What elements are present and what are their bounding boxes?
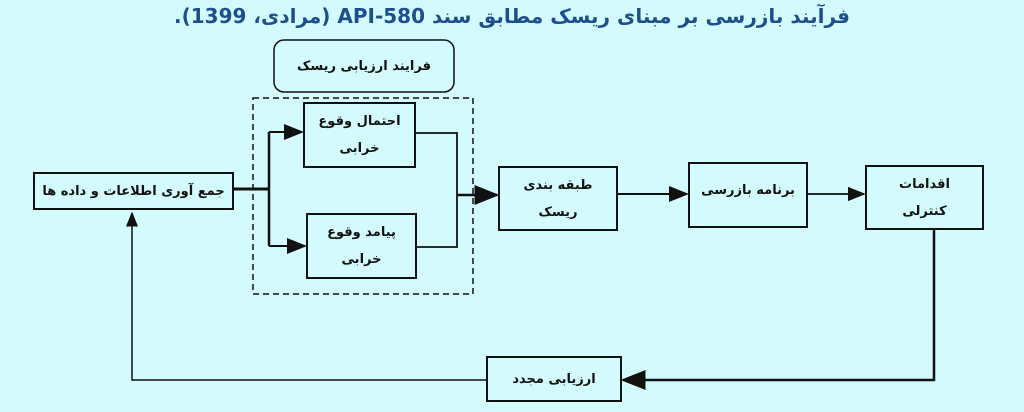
consequence-label: پیامد وقوع خرابی — [307, 214, 416, 278]
inspection-program-box — [688, 162, 808, 228]
data-collection-label: جمع آوری اطلاعات و داده ها — [42, 183, 225, 199]
control-actions-label: اقدامات کنترلی — [866, 166, 983, 229]
consequence-line2: خرابی — [341, 252, 382, 267]
control-actions-line1: اقدامات — [899, 176, 950, 192]
probability-label: احتمال وقوع خرابی — [304, 103, 415, 167]
risk-classification-line1: طبقه بندی — [523, 177, 593, 193]
probability-line1: احتمال وقوع — [318, 114, 401, 129]
consequence-line1: پیامد وقوع — [327, 225, 396, 240]
data-collection-box — [33, 172, 234, 210]
group-label-box — [273, 39, 455, 93]
inspection-program-label: برنامه بازرسی — [701, 183, 795, 198]
control-actions-line2: کنترلی — [902, 203, 947, 219]
consequence-box — [306, 213, 417, 279]
group-label: فرایند ارزیابی ریسک — [297, 58, 431, 74]
risk-classification-label: طبقه بندی ریسک — [499, 167, 617, 230]
risk-assessment-group — [252, 97, 474, 295]
control-actions-box — [865, 165, 984, 230]
probability-line2: خرابی — [339, 141, 380, 156]
risk-classification-line2: ریسک — [538, 204, 578, 220]
reassessment-label: ارزیابی مجدد — [512, 371, 596, 387]
diagram-title: فرآیند بازرسی بر مبنای ریسک مطابق سند AP… — [174, 4, 850, 28]
probability-box — [303, 102, 416, 168]
